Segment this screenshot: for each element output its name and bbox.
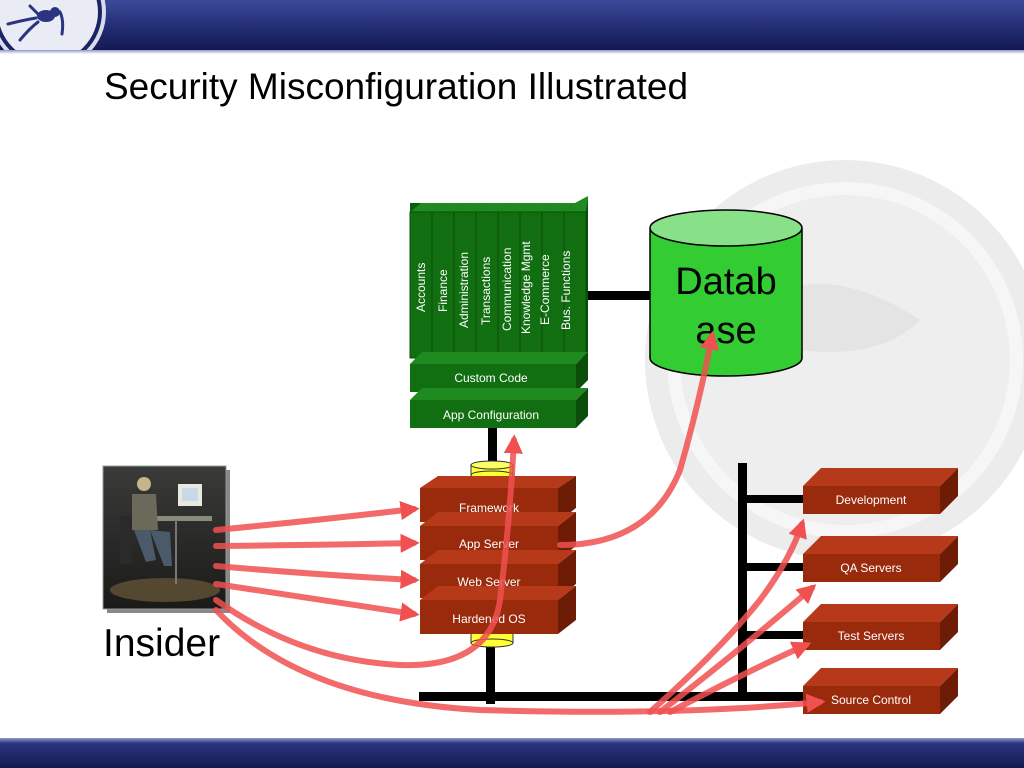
application-modules: Accounts Finance Administration Transact… bbox=[409, 196, 588, 359]
qa-server: QA Servers bbox=[803, 536, 958, 582]
app-configuration-label: App Configuration bbox=[443, 408, 539, 422]
app-configuration-block: App Configuration bbox=[410, 388, 588, 428]
arrow-to-source-control bbox=[213, 607, 826, 715]
module-label: Bus. Functions bbox=[559, 251, 573, 330]
network-bus bbox=[419, 692, 806, 701]
arrow-to-qa-servers bbox=[657, 584, 817, 715]
module-label: E-Commerce bbox=[538, 254, 552, 325]
branch-development bbox=[738, 495, 804, 503]
arrow-to-framework bbox=[213, 501, 420, 533]
branch-test bbox=[738, 631, 804, 639]
module-label: Communication bbox=[500, 248, 514, 331]
database-cylinder: Datab ase bbox=[649, 209, 803, 377]
source-control-server: Source Control bbox=[803, 668, 958, 714]
app-server-label: App Server bbox=[459, 537, 519, 551]
framework-label: Framework bbox=[459, 501, 520, 515]
module-transactions: Transactions bbox=[475, 203, 509, 359]
database-label-line2: ase bbox=[695, 310, 756, 352]
arrow-to-development bbox=[647, 518, 807, 715]
qa-servers-label: QA Servers bbox=[840, 561, 901, 575]
arrow-to-database bbox=[557, 330, 719, 548]
test-server: Test Servers bbox=[803, 604, 958, 650]
database-label-line1: Datab bbox=[675, 261, 776, 303]
footer-bar bbox=[0, 738, 1024, 768]
custom-code-label: Custom Code bbox=[454, 371, 528, 385]
arrow-to-test-servers bbox=[667, 641, 812, 715]
db-connection bbox=[582, 291, 652, 300]
arrow-to-web-server bbox=[213, 563, 420, 589]
module-label: Accounts bbox=[414, 263, 428, 312]
branch-qa bbox=[738, 563, 804, 571]
connector-line-os bbox=[486, 640, 495, 704]
header-bar bbox=[0, 0, 1024, 50]
module-e-commerce: E-Commerce bbox=[538, 203, 575, 359]
header-divider bbox=[0, 50, 1024, 54]
connector-line-config bbox=[488, 427, 497, 475]
module-bus-functions: Bus. Functions bbox=[559, 196, 588, 359]
test-servers-label: Test Servers bbox=[838, 629, 905, 643]
insider-label: Insider bbox=[103, 622, 221, 665]
source-control-label: Source Control bbox=[831, 693, 911, 707]
module-label: Finance bbox=[436, 269, 450, 312]
infrastructure-lines bbox=[419, 291, 806, 704]
module-label: Transactions bbox=[479, 257, 493, 325]
slide-title: Security Misconfiguration Illustrated bbox=[104, 66, 689, 107]
background-watermark bbox=[645, 160, 1024, 560]
attack-arrows bbox=[213, 330, 826, 715]
owasp-logo bbox=[0, 0, 110, 50]
arrow-to-app-server bbox=[213, 533, 420, 553]
insider-photo bbox=[102, 465, 230, 613]
environment-trunk bbox=[738, 463, 747, 697]
development-server: Development bbox=[803, 468, 958, 514]
module-label: Knowledge Mgmt bbox=[519, 241, 533, 334]
arrow-to-app-configuration bbox=[213, 434, 523, 669]
arrow-to-hardened-os bbox=[213, 581, 420, 622]
development-label: Development bbox=[836, 493, 907, 507]
hardened-os-label: Hardened OS bbox=[452, 612, 525, 626]
custom-code-block: Custom Code bbox=[410, 352, 588, 392]
module-label: Administration bbox=[457, 252, 471, 328]
